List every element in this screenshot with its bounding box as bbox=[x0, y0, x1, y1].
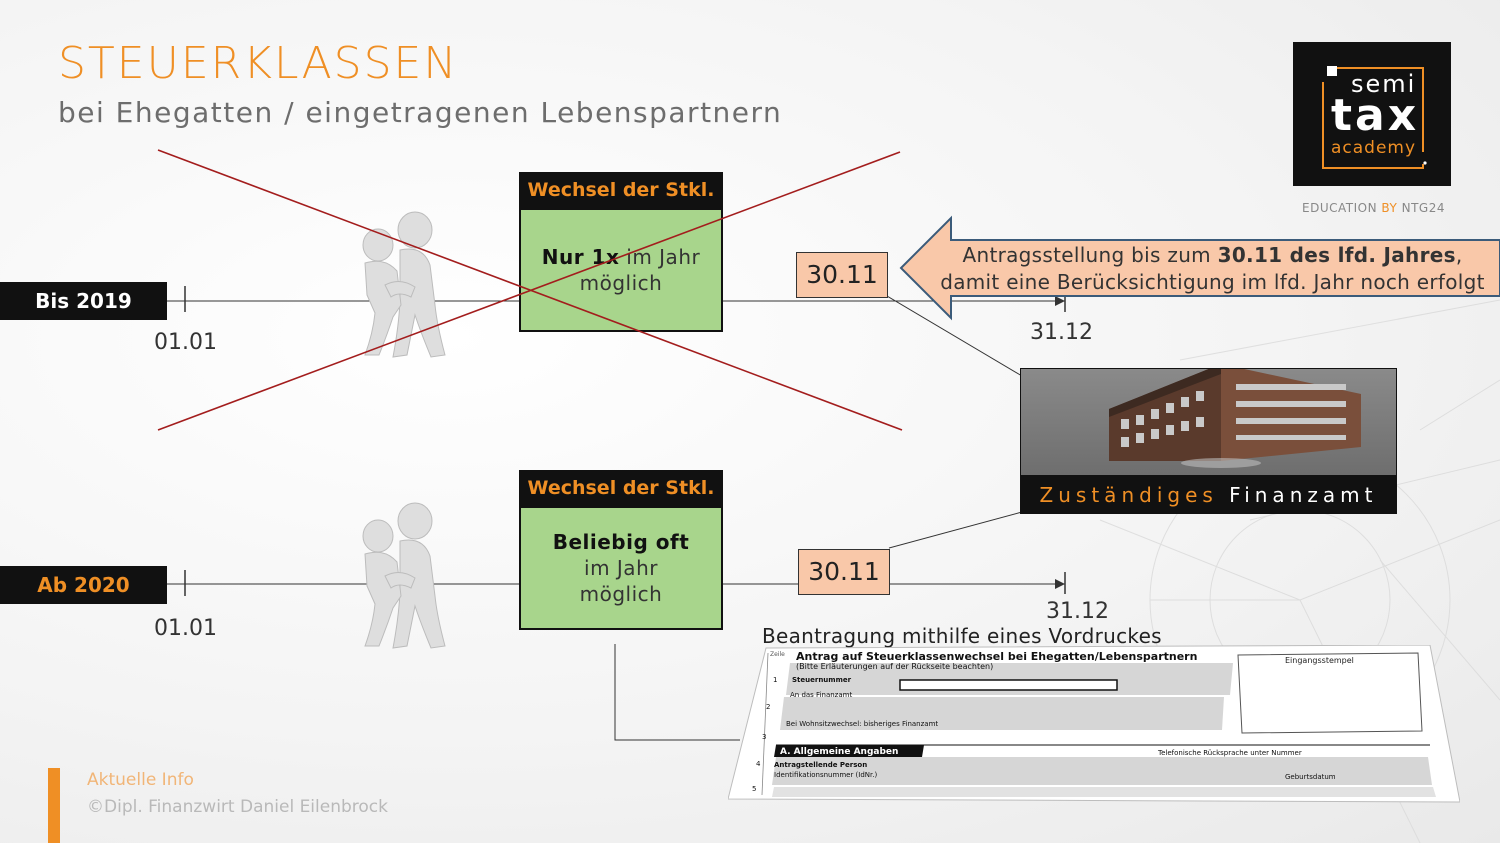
form-person-label: Antragstellende Person bbox=[774, 761, 868, 769]
connector-2-finanzamt bbox=[888, 511, 1023, 549]
timeline-1-arrowhead bbox=[1055, 296, 1065, 306]
finanzamt-panel: Zuständiges Finanzamt bbox=[1020, 368, 1397, 514]
couple-figure-1-icon bbox=[362, 211, 446, 358]
semitax-logo: semi tax academy bbox=[1293, 42, 1451, 186]
form-section-a: A. Allgemeine Angaben bbox=[780, 747, 899, 757]
connector-1-finanzamt bbox=[886, 295, 1023, 377]
box-1-bold: Nur 1x bbox=[541, 245, 620, 269]
timeline-1-start-date: 01.01 bbox=[154, 330, 217, 355]
box-2-bold: Beliebig oft bbox=[552, 530, 690, 554]
form-caption: Beantragung mithilfe eines Vordruckes bbox=[762, 624, 1162, 648]
footer-info: Aktuelle Info bbox=[87, 770, 194, 790]
form-geburtsdatum-label: Geburtsdatum bbox=[1285, 773, 1336, 781]
form-row-number: 5 bbox=[752, 785, 757, 793]
form-row-number: 1 bbox=[773, 676, 778, 684]
tax-class-form-preview: Zeile Antrag auf Steuerklassenwechsel be… bbox=[727, 644, 1461, 803]
building-icon bbox=[1109, 369, 1361, 468]
form-steuernummer-label: Steuernummer bbox=[792, 676, 852, 684]
form-row-number: 3 bbox=[762, 733, 767, 741]
timeline-1-stkl-header: Wechsel der Stkl. bbox=[519, 172, 723, 208]
logo-line-semi: semi bbox=[1351, 70, 1417, 98]
finanzamt-label-accent: Zuständiges bbox=[1039, 483, 1218, 507]
connector-form bbox=[614, 644, 740, 741]
deadline-banner-text: Antragsstellung bis zum 30.11 des lfd. J… bbox=[930, 242, 1495, 296]
form-eingangsstempel: Eingangsstempel bbox=[1285, 656, 1354, 665]
tagline-post: NTG24 bbox=[1397, 201, 1445, 215]
timeline-2-label: Ab 2020 bbox=[0, 566, 167, 604]
finanzamt-label: Zuständiges Finanzamt bbox=[1020, 476, 1397, 514]
banner-post: , damit eine Berücksichtigung im lfd. Ja… bbox=[940, 243, 1485, 294]
timeline-1-label: Bis 2019 bbox=[0, 282, 167, 320]
form-row-number: 4 bbox=[756, 760, 761, 768]
banner-arrow bbox=[899, 215, 1500, 321]
timeline-2-end-date: 31.12 bbox=[1046, 599, 1109, 624]
finanzamt-building-image bbox=[1021, 369, 1396, 475]
tagline-pre: EDUCATION bbox=[1302, 201, 1382, 215]
timeline-1-stkl-box: Nur 1x im Jahr möglich bbox=[519, 208, 723, 332]
timeline-2-start-date: 01.01 bbox=[154, 616, 217, 641]
box-2-rest: im Jahr möglich bbox=[579, 556, 663, 606]
footer-accent-bar bbox=[48, 768, 60, 843]
form-finanzamt-label: An das Finanzamt bbox=[790, 691, 853, 699]
timeline-2-stkl-box: Beliebig oft im Jahr möglich bbox=[519, 506, 723, 630]
form-telefon-label: Telefonische Rücksprache unter Nummer bbox=[1158, 749, 1302, 757]
form-heading: Antrag auf Steuerklassenwechsel bei Eheg… bbox=[796, 650, 1198, 663]
timeline-2-arrowhead bbox=[1055, 579, 1065, 589]
form-zeile-label: Zeile bbox=[770, 651, 785, 658]
timeline-1-deadline: 30.11 bbox=[796, 252, 888, 298]
page-subtitle: bei Ehegatten / eingetragenen Lebenspart… bbox=[58, 96, 783, 129]
page-title: STEUERKLASSEN bbox=[58, 38, 459, 89]
tagline-accent: BY bbox=[1381, 201, 1398, 215]
form-wohnsitz-label: Bei Wohnsitzwechsel: bisheriges Finanzam… bbox=[786, 720, 939, 728]
finanzamt-label-rest: Finanzamt bbox=[1217, 483, 1378, 507]
logo-line-academy: academy bbox=[1331, 138, 1417, 158]
box-1-rest: im Jahr möglich bbox=[579, 245, 701, 295]
banner-pre: Antragsstellung bis zum bbox=[962, 243, 1218, 267]
logo-frame-icon bbox=[1322, 66, 1427, 169]
form-idnr-label: Identifikationsnummer (IdNr.) bbox=[774, 771, 878, 779]
timeline-1-end-date: 31.12 bbox=[1030, 320, 1093, 345]
couple-figure-2-icon bbox=[362, 502, 446, 649]
footer-author: ©Dipl. Finanzwirt Daniel Eilenbrock bbox=[87, 797, 388, 817]
form-background-icon bbox=[727, 644, 1461, 803]
form-row-number: 2 bbox=[766, 703, 771, 711]
timeline-2-stkl-header: Wechsel der Stkl. bbox=[519, 470, 723, 506]
logo-tagline: EDUCATION BY NTG24 bbox=[1302, 201, 1445, 215]
banner-bold: 30.11 des lfd. Jahres bbox=[1217, 243, 1456, 267]
form-subheading: (Bitte Erläuterungen auf der Rückseite b… bbox=[796, 662, 994, 671]
timeline-2-deadline: 30.11 bbox=[798, 549, 890, 595]
logo-line-tax: tax bbox=[1331, 90, 1420, 141]
